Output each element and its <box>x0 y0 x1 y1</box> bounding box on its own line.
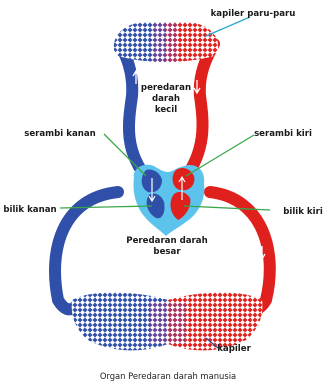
label-peredaran-besar-line1: Peredaran darah <box>126 236 207 246</box>
label-bilik-kanan: bilik kanan <box>3 205 56 215</box>
label-kapiler: kapiler <box>217 344 251 354</box>
heart <box>133 165 204 236</box>
label-peredaran-kecil-line1: peredaran <box>141 83 191 93</box>
systemic-vein-blue <box>55 192 118 309</box>
pulmonary-artery-blue <box>120 44 148 180</box>
label-peredaran-kecil-line3: kecil <box>155 105 177 115</box>
label-bilik-kiri: bilik kiri <box>283 207 323 217</box>
label-serambi-kanan: serambi kanan <box>24 129 96 139</box>
arrow-up-left <box>69 233 75 246</box>
leader-kapiler-paru <box>206 17 250 36</box>
systemic-capillary-bed <box>72 292 263 350</box>
pulmonary-vein-red <box>184 44 214 180</box>
label-serambi-kiri: serambi kiri <box>254 129 312 139</box>
label-peredaran-besar-line2: besar <box>153 247 181 257</box>
pulmonary-capillary-bed <box>114 22 218 62</box>
diagram-caption: Organ Peredaran darah manusia <box>100 371 236 381</box>
label-kapiler-paru: kapiler paru-paru <box>211 9 296 19</box>
label-peredaran-kecil-line2: darah <box>152 94 180 104</box>
